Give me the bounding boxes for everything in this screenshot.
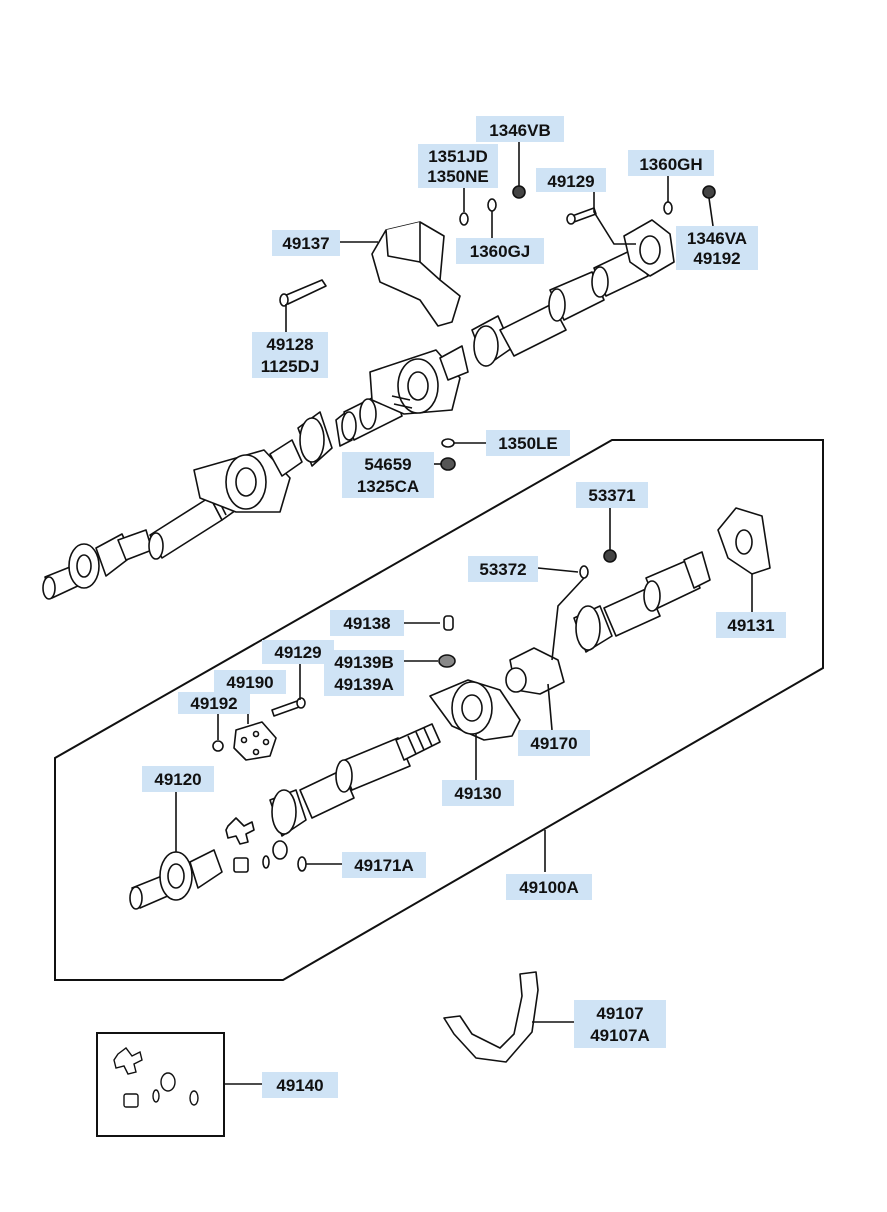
- stub-end-face: [42, 576, 56, 600]
- label-49107A: 49107A: [590, 1026, 650, 1045]
- washer-53372: [579, 565, 589, 579]
- yoke-2: [269, 439, 303, 477]
- label-49192-lower: 49192: [190, 694, 237, 713]
- assembly-49100A-boundary: [54, 439, 824, 981]
- bolt-49128: [283, 279, 327, 305]
- bushing-49138: [443, 615, 454, 631]
- label-49171A: 49171A: [354, 856, 414, 875]
- label-49190: 49190: [226, 673, 273, 692]
- part-number-labels: 1346VB 1351JD 1350NE 49129 1360GH 49137 …: [154, 121, 774, 1095]
- upper-shaft-assembly: [42, 185, 716, 600]
- label-49131: 49131: [727, 616, 774, 635]
- flex-coupling-49190: [233, 721, 277, 761]
- label-54659: 54659: [364, 455, 411, 474]
- nut-54659: [440, 457, 456, 471]
- label-53371: 53371: [588, 486, 635, 505]
- label-1360GJ: 1360GJ: [470, 242, 531, 261]
- safety-strap-49107: [443, 971, 539, 1063]
- washer-1360GH: [663, 201, 673, 215]
- label-49130: 49130: [454, 784, 501, 803]
- kit-49140-box: [96, 1032, 225, 1137]
- snap-ring-1: [262, 855, 270, 869]
- splined-shaft-lower: [395, 723, 441, 761]
- label-1350LE: 1350LE: [498, 434, 558, 453]
- label-49137: 49137: [282, 234, 329, 253]
- label-1351JD: 1351JD: [428, 147, 488, 166]
- lower-shaft-assembly: [129, 507, 771, 910]
- snap-ring-49171A: [297, 856, 307, 872]
- nut-49139B: [438, 654, 456, 668]
- universal-joint-cross: [225, 817, 255, 845]
- label-49138: 49138: [343, 614, 390, 633]
- nut-1346VA: [702, 185, 716, 199]
- label-1360GH: 1360GH: [639, 155, 702, 174]
- leader-lines: [175, 142, 753, 1085]
- label-49100A: 49100A: [519, 878, 579, 897]
- label-49140: 49140: [276, 1076, 323, 1095]
- label-boxes: [142, 116, 786, 1098]
- label-49129-upper: 49129: [547, 172, 594, 191]
- bearing-cap: [233, 857, 249, 873]
- bushing: [272, 840, 288, 860]
- washer-1350LE: [441, 438, 455, 448]
- label-49120: 49120: [154, 770, 201, 789]
- kit-49140-contents: [113, 1047, 199, 1108]
- label-53372: 53372: [479, 560, 526, 579]
- label-49139B: 49139B: [334, 653, 394, 672]
- label-49170: 49170: [530, 734, 577, 753]
- label-1350NE: 1350NE: [427, 167, 488, 186]
- rear-shaft-tube: [499, 303, 567, 357]
- nut-49192-lower: [212, 740, 224, 752]
- washer-1351JD: [459, 212, 469, 226]
- label-49192-upper: 49192: [693, 249, 740, 268]
- label-1346VB: 1346VB: [489, 121, 550, 140]
- label-1325CA: 1325CA: [357, 477, 419, 496]
- label-1346VA: 1346VA: [687, 229, 747, 248]
- label-49129-lower: 49129: [274, 643, 321, 662]
- label-49139A: 49139A: [334, 675, 394, 694]
- nut-53371: [603, 549, 617, 563]
- washer-1360GJ: [487, 198, 497, 212]
- label-49107: 49107: [596, 1004, 643, 1023]
- nut-1346VB: [512, 185, 526, 199]
- label-1125DJ: 1125DJ: [261, 357, 320, 376]
- label-49128: 49128: [266, 335, 313, 354]
